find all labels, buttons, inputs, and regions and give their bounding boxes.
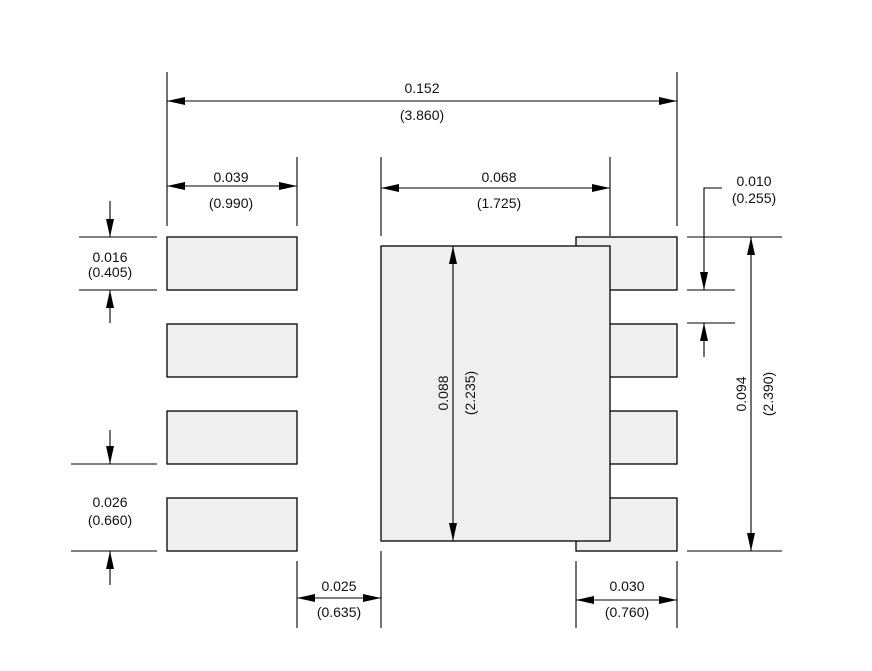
dim-pad-width: 0.016 (0.405) xyxy=(88,201,132,323)
thermal-pad xyxy=(380,245,611,542)
left-pad-4 xyxy=(166,497,298,552)
dim-overall-height: 0.094 (2.390) xyxy=(733,237,776,551)
dim-overall-height-inch: 0.094 xyxy=(733,376,749,411)
dim-right-offset: 0.010 (0.255) xyxy=(700,173,776,357)
left-pad-1 xyxy=(166,236,298,291)
dim-pad-width-inch: 0.016 xyxy=(92,249,127,265)
dim-pad-length-right-inch: 0.030 xyxy=(609,578,644,594)
extension-lines xyxy=(71,72,782,628)
dim-thermal-width-mm: (1.725) xyxy=(477,195,521,211)
dim-thermal-width-inch: 0.068 xyxy=(481,169,516,185)
dim-pad-length-right: 0.030 (0.760) xyxy=(576,578,677,620)
dim-overall-width: 0.152 (3.860) xyxy=(167,80,677,123)
dim-pad-length-left: 0.039 (0.990) xyxy=(167,169,297,211)
dim-thermal-width: 0.068 (1.725) xyxy=(381,169,610,211)
dim-gap: 0.025 (0.635) xyxy=(297,578,381,620)
dim-pad-length-left-mm: (0.990) xyxy=(209,195,253,211)
dim-thermal-height-mm: (2.235) xyxy=(462,371,478,415)
dim-overall-height-mm: (2.390) xyxy=(760,372,776,416)
dim-right-offset-mm: (0.255) xyxy=(732,190,776,206)
dim-right-offset-inch: 0.010 xyxy=(736,173,771,189)
dim-thermal-height: 0.088 (2.235) xyxy=(435,246,478,541)
dim-pad-length-left-inch: 0.039 xyxy=(213,169,248,185)
dim-pad-pitch-inch: 0.026 xyxy=(92,494,127,510)
dim-pad-pitch: 0.026 (0.660) xyxy=(88,430,132,585)
left-pad-3 xyxy=(166,410,298,465)
dim-gap-inch: 0.025 xyxy=(321,578,356,594)
dim-thermal-height-inch: 0.088 xyxy=(435,375,451,410)
dim-gap-mm: (0.635) xyxy=(317,604,361,620)
dim-pad-pitch-mm: (0.660) xyxy=(88,512,132,528)
dim-overall-width-inch: 0.152 xyxy=(404,80,439,96)
dim-overall-width-mm: (3.860) xyxy=(400,107,444,123)
left-pad-2 xyxy=(166,323,298,378)
dim-pad-length-right-mm: (0.760) xyxy=(605,604,649,620)
dim-pad-width-mm: (0.405) xyxy=(88,264,132,280)
